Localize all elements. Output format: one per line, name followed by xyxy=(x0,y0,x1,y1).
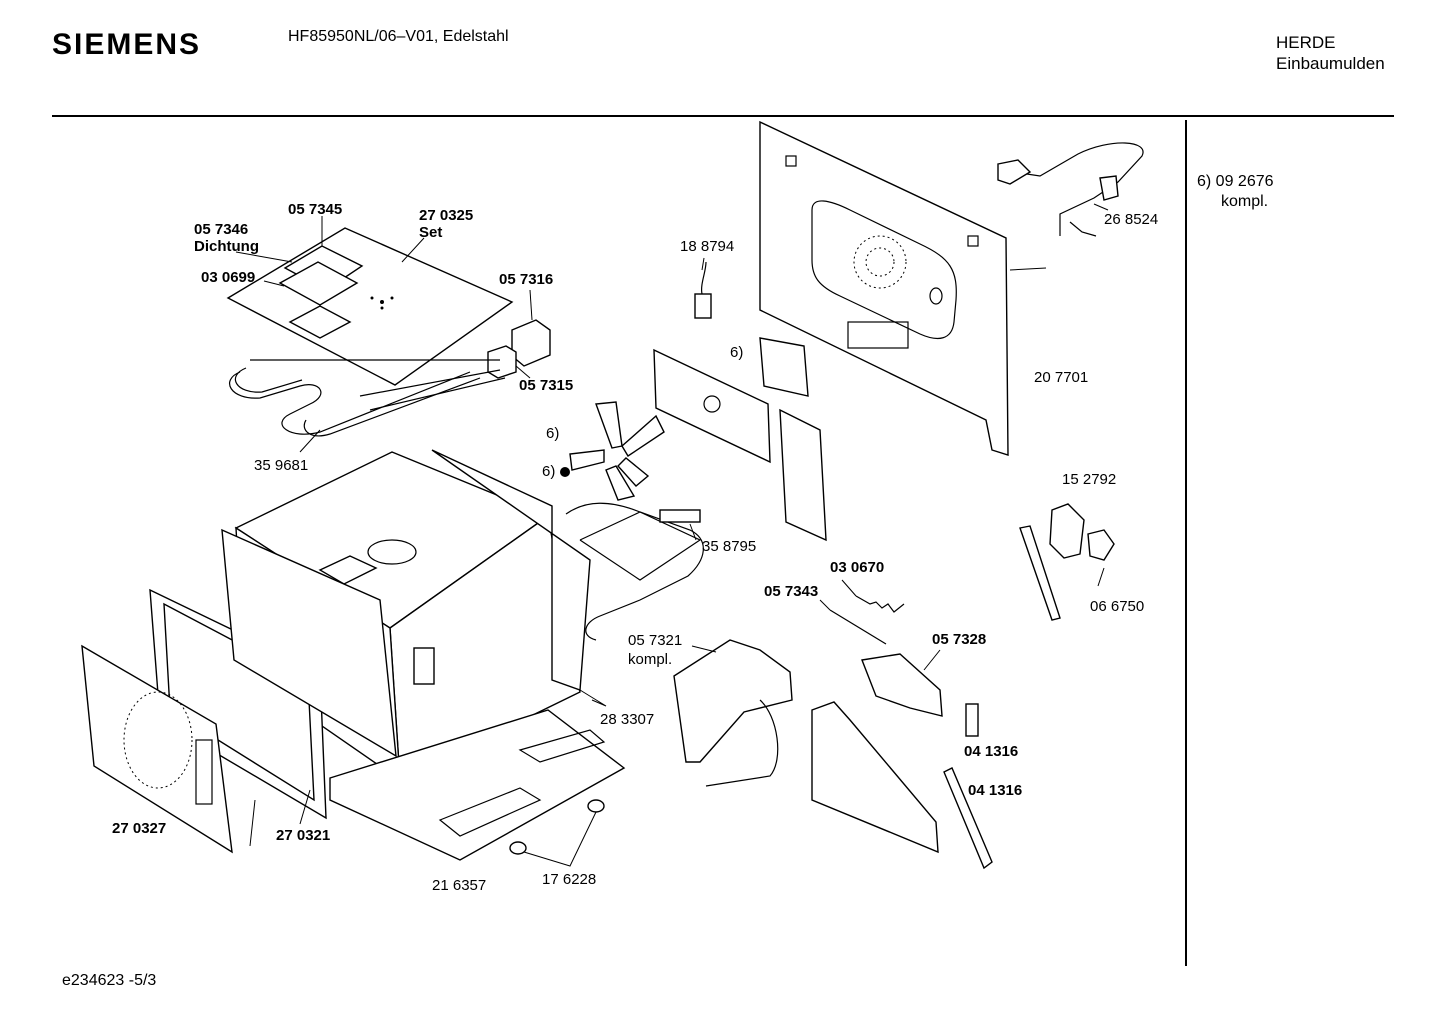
label-set: Set xyxy=(419,224,442,241)
label-188794: 18 8794 xyxy=(680,238,734,255)
foot-2 xyxy=(509,841,527,855)
side-divider xyxy=(1185,120,1187,966)
side-note-line-1: 6) 09 2676 xyxy=(1197,173,1274,190)
switch-bracket xyxy=(1019,525,1061,621)
label-283307: 28 3307 xyxy=(600,711,654,728)
rod-wire xyxy=(829,609,887,645)
label-057316: 05 7316 xyxy=(499,271,553,288)
leader-lines xyxy=(235,203,1109,867)
label-216357: 21 6357 xyxy=(432,877,486,894)
label-057315: 05 7315 xyxy=(519,377,573,394)
door-hinge xyxy=(861,653,943,717)
label-359681: 35 9681 xyxy=(254,457,308,474)
door-spring xyxy=(855,595,905,613)
label-057321: 05 7321 xyxy=(628,632,682,649)
fan-motor xyxy=(653,337,827,542)
top-cover-plate xyxy=(226,227,514,386)
seal-strip-long xyxy=(943,767,993,870)
foot-1 xyxy=(587,799,605,813)
oven-heating-element xyxy=(565,502,704,641)
label-270327: 27 0327 xyxy=(112,820,166,837)
grill-heating-element xyxy=(229,359,506,437)
fan-blade xyxy=(560,401,665,501)
label-176228: 17 6228 xyxy=(542,871,596,888)
category-line-2: Einbaumulden xyxy=(1276,54,1385,73)
label-six-fan: 6) xyxy=(546,425,559,442)
label-270325: 27 0325 xyxy=(419,207,473,224)
label-152792: 15 2792 xyxy=(1062,471,1116,488)
label-358795: 35 8795 xyxy=(702,538,756,555)
side-duct-panel xyxy=(811,701,939,854)
document-id: e234623 -5/3 xyxy=(62,972,157,989)
label-268524: 26 8524 xyxy=(1104,211,1158,228)
header-rule xyxy=(52,115,1394,117)
side-note-line-2: kompl. xyxy=(1221,193,1269,210)
category-block: HERDE Einbaumulden xyxy=(1276,32,1385,74)
label-041316-b: 04 1316 xyxy=(968,782,1022,799)
capacitor xyxy=(694,261,712,319)
label-270321: 27 0321 xyxy=(276,827,330,844)
label-041316-a: 04 1316 xyxy=(964,743,1018,760)
side-note: 6) 09 2676 kompl. xyxy=(1197,172,1274,212)
label-057343: 05 7343 xyxy=(764,583,818,600)
label-057345: 05 7345 xyxy=(288,201,342,218)
label-six-nut: 6) xyxy=(542,463,555,480)
oven-bottom-tray xyxy=(329,709,626,861)
power-cable xyxy=(997,142,1144,237)
lock-assembly xyxy=(673,639,793,787)
seal-strip-small xyxy=(965,703,979,737)
door-switch xyxy=(1049,503,1085,559)
label-kompl: kompl. xyxy=(628,651,672,668)
category-line-1: HERDE xyxy=(1276,33,1336,52)
label-dichtung: Dichtung xyxy=(194,238,259,255)
mounting-brackets xyxy=(487,319,551,379)
label-207701: 20 7701 xyxy=(1034,369,1088,386)
inner-door-panel xyxy=(81,644,233,854)
label-030670: 03 0670 xyxy=(830,559,884,576)
label-057328: 05 7328 xyxy=(932,631,986,648)
brand-logo: SIEMENS xyxy=(52,28,202,61)
label-030699: 03 0699 xyxy=(201,269,255,286)
label-057346: 05 7346 xyxy=(194,221,248,238)
door-frame xyxy=(149,528,397,820)
model-title: HF85950NL/06–V01, Edelstahl xyxy=(288,28,509,45)
micro-switch xyxy=(1087,529,1115,561)
back-panel xyxy=(759,120,1009,456)
label-066750: 06 6750 xyxy=(1090,598,1144,615)
label-six-motor: 6) xyxy=(730,344,743,361)
